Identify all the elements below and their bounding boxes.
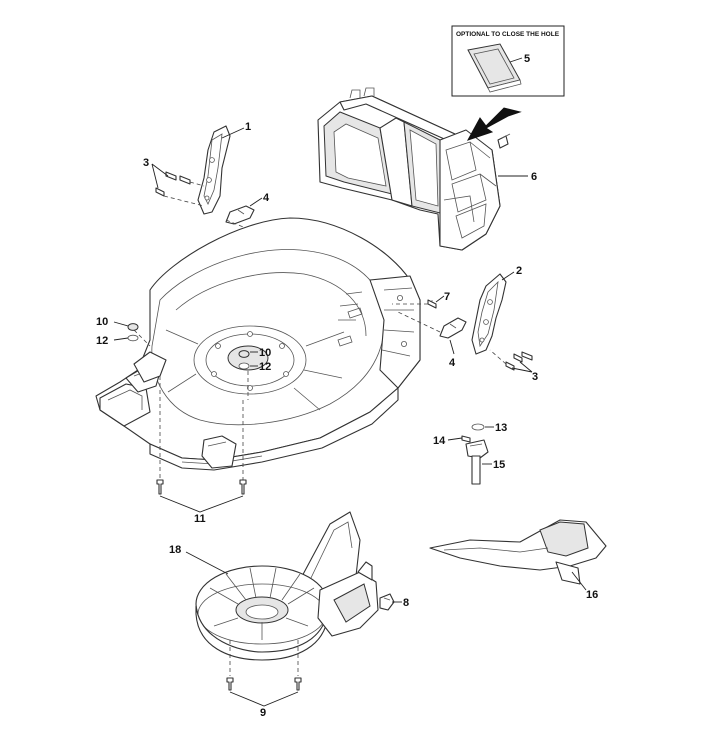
callout-10-left: 10	[96, 316, 108, 328]
clip-left	[225, 205, 255, 225]
callout-1: 1	[245, 121, 251, 133]
screws-fan-housing	[226, 677, 302, 691]
bolts-set-right	[505, 351, 533, 371]
callout-9: 9	[260, 707, 266, 719]
bolts-set-left	[155, 171, 191, 197]
callout-15: 15	[493, 459, 505, 471]
nut-washer-left	[127, 323, 139, 342]
callout-4-left: 4	[263, 192, 270, 204]
callout-11: 11	[194, 513, 206, 525]
lever-shaft-15	[465, 439, 489, 485]
callout-18: 18	[169, 544, 181, 556]
callout-7: 7	[444, 291, 450, 303]
callout-12-left: 12	[96, 335, 108, 347]
hole-cover-plate	[467, 43, 522, 93]
inset-caption: OPTIONAL TO CLOSE THE HOLE	[456, 31, 560, 38]
rear-chute-housing	[317, 87, 511, 251]
inset-optional-cover: OPTIONAL TO CLOSE THE HOLE 5	[451, 25, 565, 97]
arrow-marker	[466, 107, 522, 141]
left-hinge-bracket	[197, 125, 231, 215]
callout-16: 16	[586, 589, 598, 601]
callout-12-center: 12	[259, 361, 271, 373]
mulch-plug-8	[379, 593, 395, 611]
screw-7	[427, 299, 437, 309]
mower-deck	[95, 217, 421, 471]
o-ring-13	[471, 423, 485, 431]
fan-housing-18	[195, 511, 379, 661]
callout-10-center: 10	[259, 347, 271, 359]
callout-4-right: 4	[449, 357, 456, 369]
nut-washer-center	[238, 350, 250, 370]
callout-13: 13	[495, 422, 507, 434]
clip-right	[439, 317, 467, 339]
callout-5: 5	[524, 53, 530, 65]
callout-3-right: 3	[532, 371, 538, 383]
screws-deck	[156, 479, 247, 495]
callout-6: 6	[531, 171, 537, 183]
right-hinge-bracket	[471, 273, 507, 355]
callout-14: 14	[433, 435, 446, 447]
callout-3-left: 3	[143, 157, 149, 169]
callout-2: 2	[516, 265, 522, 277]
deflector-16	[429, 519, 607, 585]
callout-8: 8	[403, 597, 409, 609]
screw-14	[461, 435, 471, 443]
